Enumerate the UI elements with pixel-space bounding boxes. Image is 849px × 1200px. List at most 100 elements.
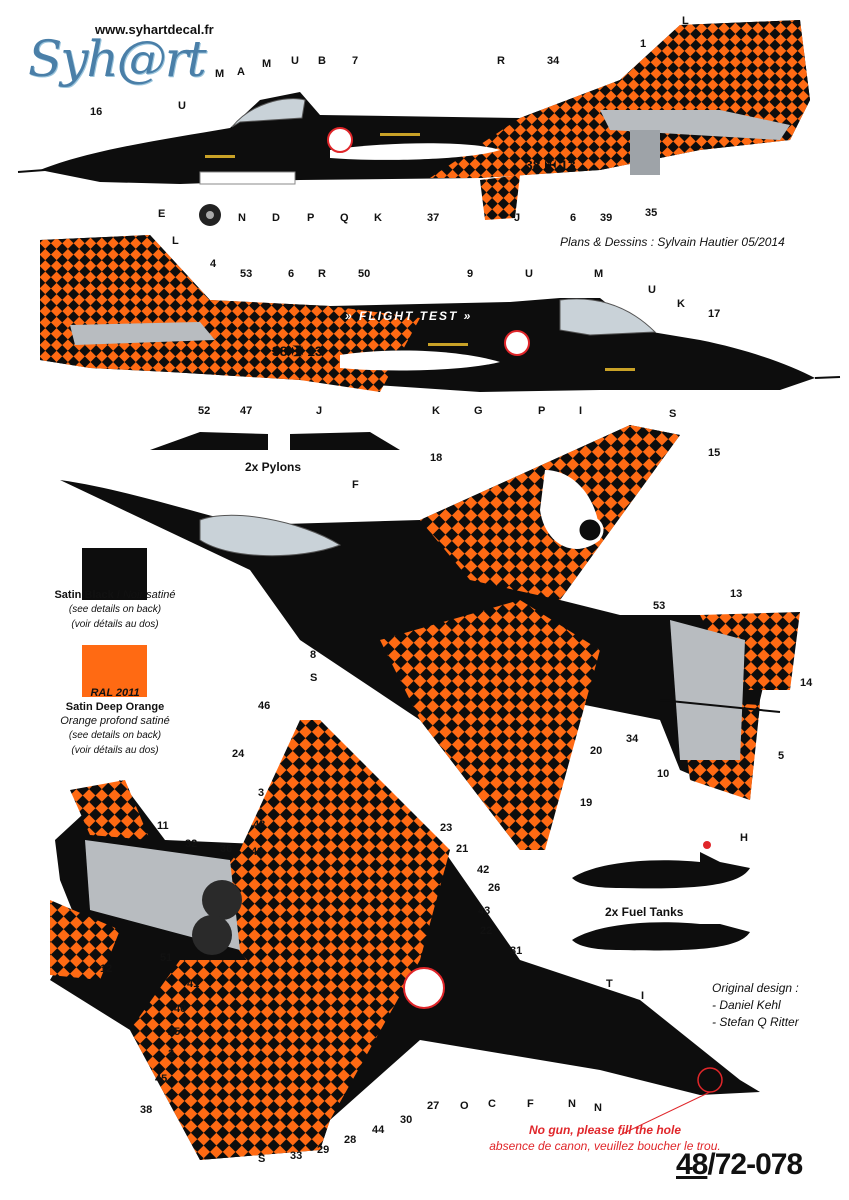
profile1-airframe	[17, 20, 810, 226]
callout-label: 14	[800, 677, 813, 689]
callout-label: O	[460, 1100, 469, 1112]
callout-label: 2	[168, 1048, 175, 1060]
callout-label: L	[172, 235, 179, 247]
callout-label: M	[215, 68, 225, 80]
website-url: www.syhartdecal.fr	[95, 22, 214, 37]
callout-label: 4	[210, 258, 217, 270]
legend-black-note2: (voir détails au dos)	[71, 619, 159, 630]
callout-label: I	[579, 405, 583, 417]
pylons-caption: 2x Pylons	[245, 460, 302, 474]
callout-label: 7	[352, 55, 359, 67]
callout-label: I	[641, 990, 645, 1002]
callout-label: 48	[253, 819, 266, 831]
callout-label: F	[352, 479, 359, 491]
callout-label: G	[474, 405, 483, 417]
legend-orange-ral: RAL 2011	[90, 687, 140, 699]
pylons	[150, 432, 400, 450]
callout-label: 24	[232, 748, 245, 760]
callout-label: 26	[488, 882, 501, 894]
callout-label: 8	[310, 649, 317, 661]
legend-orange-name: Satin Deep Orange	[65, 701, 165, 713]
callout-label: 39	[600, 212, 613, 224]
callout-label: L	[682, 15, 689, 27]
callout-label: U	[291, 55, 299, 67]
tanks-caption: 2x Fuel Tanks	[605, 905, 684, 919]
callout-label: 1	[640, 38, 647, 50]
serial-code-1: 38 ✠ 13	[525, 157, 576, 173]
callout-label: S	[258, 1153, 266, 1165]
legend-orange-fr: Orange profond satiné	[60, 715, 170, 727]
callout-label: 34	[626, 733, 639, 745]
callout-label: 9	[467, 268, 474, 280]
callout-label: 52	[198, 405, 211, 417]
callout-label: P	[538, 405, 546, 417]
callout-label: S	[310, 672, 318, 684]
callout-label: T	[606, 978, 613, 990]
callout-label: 6	[288, 268, 295, 280]
callout-label: 17	[708, 308, 721, 320]
callout-label: F	[527, 1098, 534, 1110]
callout-label: 33	[290, 1150, 303, 1162]
callout-label: N	[594, 1102, 602, 1114]
callout-label: 28	[344, 1134, 357, 1146]
callout-label: S	[669, 408, 677, 420]
callout-label: K	[374, 212, 382, 224]
callout-label: 20	[590, 745, 603, 757]
callout-label: 40	[174, 1003, 187, 1015]
callout-label: 15	[708, 447, 721, 459]
callout-label: R	[497, 55, 505, 67]
callout-label: 23	[440, 822, 453, 834]
callout-label: P	[307, 212, 315, 224]
callout-label: 18	[430, 452, 443, 464]
callout-label: 44	[372, 1124, 385, 1136]
callout-label: 16	[90, 106, 103, 118]
callout-label: 5	[778, 750, 785, 762]
callout-label: 34	[547, 55, 560, 67]
legend-orange-note1: (see details on back)	[68, 730, 162, 741]
top-view-airframe	[60, 425, 800, 850]
callout-label: 35	[645, 207, 658, 219]
callout-label: R	[318, 268, 326, 280]
legend-slash: /	[113, 589, 123, 601]
callout-label: N	[238, 212, 246, 224]
flight-test-text-1: « FLIGHT TEST «	[378, 99, 506, 113]
callout-label: 6	[570, 212, 577, 224]
callout-label: 42	[477, 864, 490, 876]
callout-label: 47	[240, 405, 253, 417]
callout-label: 30	[400, 1114, 413, 1126]
callout-label: Q	[340, 212, 349, 224]
legend-black-note1: (see details on back)	[68, 604, 162, 615]
swatch-orange	[82, 645, 147, 697]
callout-label: 3	[258, 787, 265, 799]
serial-code-2: 38 ✠ 13	[272, 343, 323, 359]
callout-label: 53	[653, 600, 666, 612]
callout-label: 45	[155, 1073, 168, 1085]
callout-label: 25	[168, 1026, 181, 1038]
brand-logo: Syh@rt	[28, 30, 207, 88]
legend-black: Satin Black / Noir satiné (see details o…	[10, 588, 220, 632]
callout-label: 21	[456, 843, 469, 855]
callout-label: U	[525, 268, 533, 280]
callout-label: 51	[160, 952, 173, 964]
design-person-1: - Daniel Kehl	[712, 998, 781, 1012]
callout-label: E	[158, 208, 166, 220]
callout-label: 43	[478, 905, 491, 917]
callout-label: 19	[580, 797, 593, 809]
callout-label: 10	[657, 768, 670, 780]
profile2-airframe	[40, 235, 841, 392]
callout-label: 29	[317, 1144, 330, 1156]
flight-test-text-2: » FLIGHT TEST »	[345, 309, 473, 323]
callout-label: 31	[510, 945, 523, 957]
callout-label: J	[514, 212, 521, 224]
callout-label: U	[648, 284, 656, 296]
callout-label: 27	[427, 1100, 440, 1112]
ref-scale: 48	[676, 1148, 708, 1181]
callout-label: J	[316, 405, 323, 417]
callout-label: 37	[427, 212, 440, 224]
callout-label: 46	[258, 700, 271, 712]
swatch-black	[82, 548, 147, 600]
callout-label: K	[432, 405, 440, 417]
bottom-view-airframe	[50, 720, 760, 1160]
ref-number: /72-078	[707, 1148, 803, 1181]
